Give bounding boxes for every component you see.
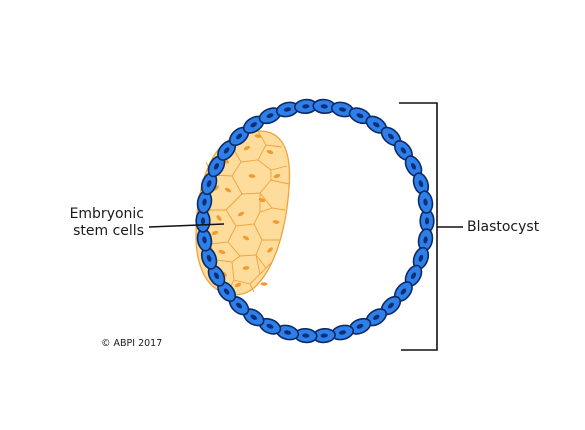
inner-cell-nucleus <box>248 174 256 178</box>
inner-cell-nucleus <box>242 266 250 270</box>
inner-cell-nucleus <box>243 145 251 151</box>
trophoblast-cell-icon <box>242 115 265 134</box>
inner-cell-nucleus <box>218 249 226 255</box>
inner-cell-nucleus <box>224 187 232 193</box>
embryonic-leader-line <box>148 223 225 228</box>
trophoblast-cell-icon <box>330 324 355 341</box>
inner-cell-nucleus <box>260 282 268 286</box>
inner-cell-nucleus <box>237 211 245 217</box>
trophoblast-cell-icon <box>242 308 265 327</box>
inner-cell-nucleus <box>211 230 219 236</box>
embryonic-label-line2: stem cells <box>73 223 144 239</box>
trophoblast-cell-icon <box>217 140 237 161</box>
trophoblast-cell-icon <box>312 327 336 344</box>
trophoblast-cell-icon <box>404 155 423 178</box>
inner-cell-nucleus <box>234 282 242 288</box>
trophoblast-cell-icon <box>348 317 372 335</box>
embryonic-label-line1: Embryonic <box>69 206 144 222</box>
inner-cell-nucleus <box>242 235 250 241</box>
trophoblast-cell-icon <box>380 295 402 316</box>
embryonic-stem-cells-label: Embryonic stem cells <box>40 206 144 240</box>
trophoblast-cell-icon <box>195 209 211 233</box>
trophoblast-ring <box>195 98 435 344</box>
inner-cell-nucleus <box>272 220 280 224</box>
inner-cell-nucleus <box>216 215 222 221</box>
inner-cell-nucleus <box>273 173 281 179</box>
trophoblast-cell-icon <box>275 101 300 118</box>
inner-cell-nucleus <box>266 149 274 155</box>
inner-cell-nucleus <box>258 197 266 203</box>
blastocyst-label: Blastocyst <box>467 219 540 235</box>
trophoblast-cell-icon <box>417 190 434 214</box>
inner-cell-nucleus <box>254 134 262 138</box>
copyright-label: © ABPI 2017 <box>101 338 163 349</box>
inner-cell-nucleus <box>267 247 273 253</box>
trophoblast-cell-icon <box>417 228 434 252</box>
trophoblast-cell-icon <box>207 155 226 178</box>
trophoblast-cell-icon <box>393 281 413 302</box>
trophoblast-cell-icon <box>196 190 213 214</box>
trophoblast-cell-icon <box>404 264 423 287</box>
trophoblast-cell-icon <box>228 295 250 316</box>
trophoblast-cell-icon <box>200 246 218 270</box>
trophoblast-cell-icon <box>200 172 218 196</box>
